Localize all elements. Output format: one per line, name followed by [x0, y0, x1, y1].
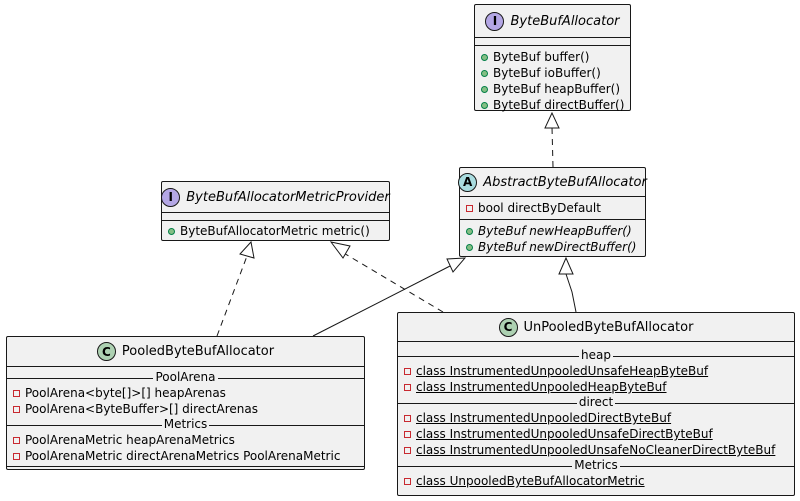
class-header: A AbstractByteBufAllocator	[458, 168, 647, 197]
field-label: bool directByDefault	[478, 201, 601, 215]
class-name: ByteBufAllocator	[510, 13, 620, 29]
edge-head-abstract-1	[446, 257, 467, 273]
field-label: class InstrumentedUnpooledHeapByteBuf	[416, 380, 667, 394]
method-row: ByteBuf ioBuffer()	[481, 65, 630, 81]
method-row: ByteBuf newDirectBuffer()	[466, 239, 645, 255]
group-header: Metrics	[7, 417, 364, 432]
method-label: ByteBufAllocatorMetric metric()	[180, 224, 370, 238]
field-row: class InstrumentedUnpooledUnsafeDirectBy…	[404, 426, 794, 442]
edge-pooled-extends-abstract	[312, 264, 453, 337]
field-label: PoolArenaMetric heapArenaMetrics	[25, 433, 235, 447]
methods-section: ByteBufAllocatorMetric metric()	[162, 221, 389, 241]
class-header: I ByteBufAllocator	[475, 5, 630, 38]
method-label: ByteBuf ioBuffer()	[493, 66, 601, 80]
private-icon	[466, 204, 473, 212]
class-header: C UnPooledByteBufAllocator	[398, 313, 794, 342]
method-row: ByteBuf newHeapBuffer()	[466, 223, 645, 239]
method-label: ByteBuf newDirectBuffer()	[478, 240, 637, 254]
field-row: class InstrumentedUnpooledUnsafeHeapByte…	[404, 363, 794, 379]
abstract-badge-icon: A	[458, 172, 478, 192]
public-icon	[466, 243, 473, 251]
private-icon	[13, 405, 20, 413]
method-row: ByteBuf buffer()	[481, 49, 630, 65]
private-icon	[404, 367, 411, 375]
field-label: class InstrumentedUnpooledUnsafeNoCleane…	[416, 443, 776, 457]
field-row: PoolArenaMetric heapArenaMetrics	[13, 432, 364, 448]
private-icon	[404, 430, 411, 438]
field-row: class InstrumentedUnpooledDirectByteBuf	[404, 410, 794, 426]
public-icon	[481, 53, 488, 61]
methods-section: ByteBuf newHeapBuffer() ByteBuf newDirec…	[460, 220, 645, 257]
fields-section: heap class InstrumentedUnpooledUnsafeHea…	[398, 342, 794, 491]
class-name: AbstractByteBufAllocator	[483, 174, 647, 190]
field-row: class InstrumentedUnpooledUnsafeNoCleane…	[404, 442, 794, 458]
method-row: ByteBuf heapBuffer()	[481, 81, 630, 97]
interface-badge-icon: I	[161, 187, 181, 207]
public-icon	[481, 85, 488, 93]
field-label: PoolArena<byte[]>[] heapArenas	[25, 386, 226, 400]
fields-section	[162, 213, 389, 221]
field-label: PoolArenaMetric directArenaMetrics PoolA…	[25, 449, 341, 463]
group-header: heap	[398, 348, 794, 363]
group-header: PoolArena	[7, 370, 364, 385]
edge-pooled-implements-provider	[216, 255, 248, 337]
public-icon	[466, 227, 473, 235]
field-row: PoolArenaMetric directArenaMetrics PoolA…	[13, 448, 364, 464]
class-pooled-byte-buf-allocator: C PooledByteBufAllocator PoolArena PoolA…	[6, 336, 365, 470]
interface-badge-icon: I	[485, 11, 505, 31]
edge-head-abstract-2	[558, 256, 574, 275]
class-name: PooledByteBufAllocator	[121, 344, 275, 359]
public-icon	[481, 101, 488, 109]
field-row: bool directByDefault	[466, 200, 645, 216]
private-icon	[404, 414, 411, 422]
private-icon	[404, 477, 411, 485]
public-icon	[481, 69, 488, 77]
public-icon	[168, 227, 175, 235]
class-name: UnPooledByteBufAllocator	[523, 319, 694, 335]
fields-section	[475, 38, 630, 46]
class-abstract-byte-buf-allocator: A AbstractByteBufAllocator bool directBy…	[458, 167, 647, 257]
method-label: ByteBuf newHeapBuffer()	[478, 224, 632, 238]
edge-abstract-implements-allocator	[551, 126, 554, 168]
class-header: C PooledByteBufAllocator	[7, 337, 364, 367]
private-icon	[404, 446, 411, 454]
group-header: direct	[398, 395, 794, 410]
private-icon	[13, 389, 20, 397]
method-label: ByteBuf buffer()	[493, 50, 590, 64]
field-label: class InstrumentedUnpooledDirectByteBuf	[416, 411, 672, 425]
class-badge-icon: C	[96, 342, 116, 361]
edge-unpooled-extends-abstract	[565, 273, 577, 313]
edge-head-provider-2	[329, 241, 351, 259]
edge-head-provider-1	[239, 240, 255, 259]
private-icon	[13, 452, 20, 460]
class-name: ByteBufAllocatorMetricProvider	[186, 189, 390, 205]
edge-unpooled-implements-provider	[341, 251, 444, 313]
method-label: ByteBuf heapBuffer()	[493, 82, 621, 96]
field-row: PoolArena<byte[]>[] heapArenas	[13, 385, 364, 401]
field-row: class InstrumentedUnpooledHeapByteBuf	[404, 379, 794, 395]
private-icon	[13, 436, 20, 444]
field-label: PoolArena<ByteBuffer>[] directArenas	[25, 402, 258, 416]
field-row: class UnpooledByteBufAllocatorMetric	[404, 473, 794, 489]
private-icon	[404, 383, 411, 391]
field-row: PoolArena<ByteBuffer>[] directArenas	[13, 401, 364, 417]
method-row: ByteBufAllocatorMetric metric()	[168, 223, 389, 239]
field-label: class InstrumentedUnpooledUnsafeDirectBy…	[416, 427, 713, 441]
class-unpooled-byte-buf-allocator: C UnPooledByteBufAllocator heap class In…	[397, 312, 795, 496]
fields-section: PoolArena PoolArena<byte[]>[] heapArenas…	[7, 367, 364, 467]
methods-section	[7, 467, 364, 475]
field-label: class InstrumentedUnpooledUnsafeHeapByte…	[416, 364, 709, 378]
class-metric-provider: I ByteBufAllocatorMetricProvider ByteBuf…	[161, 181, 390, 241]
fields-section: bool directByDefault	[460, 197, 645, 220]
field-label: class UnpooledByteBufAllocatorMetric	[416, 474, 645, 488]
class-header: I ByteBufAllocatorMetricProvider	[161, 182, 390, 213]
edge-head-allocator	[544, 111, 560, 129]
methods-section: ByteBuf buffer() ByteBuf ioBuffer() Byte…	[475, 46, 630, 115]
group-header: Metrics	[398, 458, 794, 473]
method-label: ByteBuf directBuffer()	[493, 98, 625, 112]
method-row: ByteBuf directBuffer()	[481, 97, 630, 113]
class-byte-buf-allocator: I ByteBufAllocator ByteBuf buffer() Byte…	[474, 4, 631, 112]
class-badge-icon: C	[498, 317, 518, 337]
